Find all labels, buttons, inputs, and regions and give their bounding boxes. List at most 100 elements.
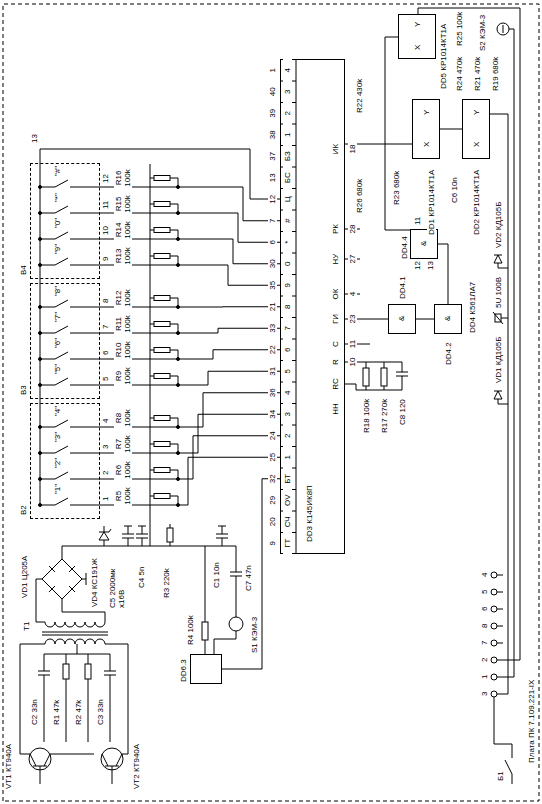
label: C: [331, 335, 340, 353]
pin-text: &: [419, 240, 428, 247]
junction-dot: [177, 238, 180, 241]
resistor-symbol: [154, 348, 170, 353]
wire: [150, 444, 154, 445]
label: VT1 КТ940А: [4, 743, 13, 790]
rectifier-filter: [136, 526, 148, 546]
wire: [150, 324, 154, 325]
wire: [40, 333, 55, 334]
output-wiring: [491, 674, 497, 680]
label: 3: [283, 404, 292, 426]
label: 2: [101, 470, 110, 476]
output-wiring: [494, 391, 508, 404]
resistor-symbol: [154, 254, 170, 259]
wire: [150, 376, 154, 377]
wire: [55, 206, 68, 213]
label: R10 100k: [114, 338, 132, 362]
label: 0: [283, 253, 292, 275]
wire: [70, 385, 100, 386]
output-wiring: [418, 8, 520, 660]
timing-parts: [345, 229, 370, 344]
label: R24 470k: [455, 56, 464, 92]
label: ИК: [331, 140, 340, 158]
oscillator: [104, 654, 116, 742]
wire: [150, 496, 154, 497]
output-wiring: [493, 312, 508, 324]
chip-box: DD5 КР1014КТ1АXY: [398, 14, 436, 59]
label: Б1: [496, 770, 505, 782]
resistor-symbol: [154, 442, 170, 447]
wire: [100, 187, 280, 221]
label: 29: [268, 492, 277, 510]
label: 13: [268, 169, 277, 187]
pin-text: X: [422, 141, 431, 148]
label: 9: [101, 256, 110, 262]
wire: [40, 265, 55, 266]
label: 6: [283, 339, 292, 361]
label: ГИ: [331, 310, 340, 328]
label: R26 680k: [355, 178, 364, 214]
oscillator: [38, 654, 50, 742]
oscillator: [20, 644, 94, 784]
junction-dot: [39, 332, 42, 335]
label: 11: [101, 200, 110, 210]
rectifier-filter: [229, 617, 243, 631]
label: R9 100k: [114, 364, 132, 388]
wire: [40, 505, 55, 506]
label: VD1 КД105Б: [494, 336, 503, 384]
keypad-common: [40, 149, 280, 505]
label: 5: [283, 361, 292, 383]
label: НН: [331, 400, 340, 418]
label: 10: [101, 225, 110, 236]
label: 4: [283, 60, 292, 82]
label: 1: [480, 674, 489, 680]
label: R11 100k: [114, 312, 132, 336]
label: C3 33n: [96, 698, 105, 726]
label: R23 680k: [392, 170, 401, 206]
label: VD4 КС191Ж: [90, 557, 99, 608]
label: 10: [348, 355, 357, 369]
junction-dot: [177, 186, 180, 189]
junction-dot: [177, 452, 180, 455]
wire: [55, 420, 68, 427]
oscillator: [44, 644, 110, 654]
label: 6: [268, 234, 277, 252]
pin-text: Y: [413, 21, 422, 28]
wire: [55, 472, 68, 479]
label: 30: [268, 255, 277, 273]
wire: [70, 333, 100, 334]
label: R22 430k: [355, 78, 364, 114]
pin-text: "7": [53, 311, 62, 323]
junction-dot: [177, 212, 180, 215]
label: 8: [480, 623, 489, 629]
switch-group: B3"5""6""7""8": [30, 283, 100, 399]
part-name: DD4.1: [398, 275, 407, 300]
label: РК: [331, 220, 340, 238]
label: 6: [101, 350, 110, 356]
label: *: [283, 232, 292, 254]
pin-text: "1": [53, 483, 62, 495]
label: 3: [101, 444, 110, 450]
label: C5 2000мк x16B: [108, 561, 126, 609]
label: 40: [268, 83, 277, 101]
label: R2 47k: [74, 699, 83, 726]
wire: [70, 505, 100, 506]
label: 1: [268, 62, 277, 80]
board-outline: [3, 4, 539, 801]
label: 2: [283, 425, 292, 447]
label: S2 КЭМ-3: [478, 14, 487, 52]
output-wiring: [491, 640, 497, 646]
junction-dot: [39, 212, 42, 215]
label: VT2 КТ940А: [132, 743, 141, 790]
junction-dot: [177, 306, 180, 309]
wire: [40, 453, 55, 454]
label: 36: [268, 384, 277, 402]
junction-dot: [39, 504, 42, 507]
wire: [40, 187, 55, 188]
oscillator: [85, 664, 91, 679]
wire: [40, 427, 55, 428]
label: 35: [268, 277, 277, 295]
label: C8 120: [398, 398, 407, 426]
wire: [40, 239, 55, 240]
wire-connector: [222, 479, 280, 669]
